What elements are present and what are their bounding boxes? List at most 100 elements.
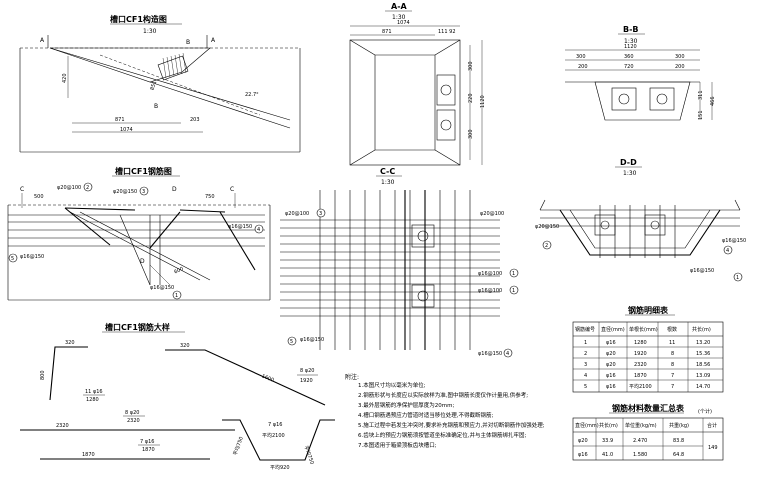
rebar-table-header-0: 钢筋编号 <box>575 326 595 333</box>
bar5-shape <box>222 419 335 461</box>
detail-d1-label: 11 φ16 <box>85 389 103 395</box>
detail-d5-left: 平均750 <box>232 436 245 457</box>
rebar-table-header-4: 共长(m) <box>692 326 711 333</box>
rebar-label-c-right: C <box>230 186 234 193</box>
table-cell: 1920 <box>634 351 647 357</box>
structure-dim-height: 420 <box>62 73 68 83</box>
rebar-bar5-label: φ16@150 <box>20 254 44 260</box>
structure-dim-851: 851 <box>149 80 158 91</box>
structure-dim-871: 871 <box>115 117 125 123</box>
detail-d5-label: 7 φ16 <box>268 422 282 428</box>
table-cell: 15.36 <box>696 351 710 357</box>
table-cell: 3 <box>584 362 587 368</box>
table-cell: 5 <box>584 384 587 390</box>
section-bb-view: B-B 1:30 1120 300 360 300 200 720 200 31… <box>565 25 716 121</box>
structure-view: 槽口CF1构造图 1:30 A A B B 420 871 203 1 <box>19 14 301 153</box>
section-aa-dim-1120: 1120 <box>480 95 486 108</box>
section-aa-outline <box>349 39 461 166</box>
section-cc-lbl-bot-left: φ16@150 <box>300 337 324 343</box>
table-cell: 1870 <box>634 373 647 379</box>
section-cc-title: C-C <box>380 167 395 176</box>
material-table-header-2: 单位重(kg/m) <box>625 422 657 429</box>
section-bb-dim-311: 311 <box>698 90 704 100</box>
rebar-dim-500: 500 <box>34 194 44 200</box>
material-table-title: 钢筋材料数量汇总表 <box>612 403 685 413</box>
section-cc-num1b: 1 <box>512 288 515 294</box>
section-a-left-label: A <box>40 37 45 44</box>
table-cell: φ20 <box>578 438 588 444</box>
section-aa-view: A-A 1:30 1074 871 111 92 300 220 300 112… <box>349 2 486 166</box>
detail-d4-label: 7 φ16 <box>140 439 154 445</box>
section-dd-scale: 1:30 <box>623 170 637 177</box>
rebar-table-header-2: 单根长(mm) <box>629 326 658 333</box>
detail-d2-top: 320 <box>180 343 190 349</box>
rebar-num1: 1 <box>175 293 178 299</box>
rebar-table-header-1: 直径(mm) <box>601 326 625 333</box>
section-a-right-label: A <box>211 37 216 44</box>
detail-d5-right: 平均750 <box>302 445 315 466</box>
table-cell: 83.8 <box>673 438 684 444</box>
material-table-header-4: 合计 <box>707 422 717 429</box>
structure-dim-203: 203 <box>190 117 200 123</box>
table-cell: 13.09 <box>696 373 710 379</box>
table-cell: 11 <box>669 340 675 346</box>
table-cell: 8 <box>671 362 674 368</box>
table-cell: φ20 <box>606 362 616 368</box>
table-cell: 2 <box>584 351 587 357</box>
section-aa-scale: 1:30 <box>392 14 406 21</box>
section-aa-dim-220: 220 <box>468 93 474 103</box>
material-table: 钢筋材料数量汇总表 (个计) 直径(mm) 共长(m) 单位重(kg/m) 共重… <box>572 403 724 461</box>
section-bb-dim-151: 151 <box>698 110 704 120</box>
section-b-bottom-label: B <box>154 103 158 110</box>
section-bb-dim-466: 466 <box>710 96 716 106</box>
table-cell: φ16 <box>606 373 616 379</box>
rebar-table-title: 钢筋明细表 <box>628 305 669 315</box>
rebar-bar3-label: φ20@150 <box>113 189 137 195</box>
note-line-1: 1.本图尺寸均以毫米为单位; <box>358 381 426 389</box>
table-cell: 平均2100 <box>629 383 652 390</box>
rebar-label-d-top: D <box>172 186 177 193</box>
table-cell: 13.20 <box>696 340 710 346</box>
table-cell: 14.70 <box>696 384 710 390</box>
table-cell: 1280 <box>634 340 647 346</box>
rebar-table: 钢筋明细表 钢筋编号 直径(mm) 单根长(mm) 根数 共长(m) 1 φ16… <box>572 305 724 393</box>
table-cell: 8 <box>671 351 674 357</box>
structure-dim-angle: 22.7° <box>245 92 259 98</box>
material-table-unit: (个计) <box>698 408 712 415</box>
section-cc-view: C-C 1:30 <box>280 167 519 358</box>
notes-block: 附注: 1.本图尺寸均以毫米为单位; 2.钢筋形状与长度应以实际放样为准,图中钢… <box>345 373 545 449</box>
detail-d2-label: 8 φ20 <box>300 368 314 374</box>
structure-dim-1074: 1074 <box>120 127 133 133</box>
section-bb-dim-300a: 300 <box>576 54 586 60</box>
rebar-bar1-label: φ16@150 <box>150 285 174 291</box>
rebar-view: 槽口CF1钢筋图 C C D D 500 750 600 φ20@100 2 φ <box>7 166 271 301</box>
section-bb-outline <box>594 81 691 121</box>
table-cell: 64.8 <box>673 452 684 458</box>
section-dd-lbl-right: φ16@150 <box>722 238 746 244</box>
detail-d3-bottom: 2320 <box>56 423 69 429</box>
section-dd-num4: 4 <box>726 248 729 254</box>
rebar-num4: 4 <box>257 227 260 233</box>
section-aa-dim-300b: 300 <box>468 129 474 139</box>
table-cell: 1.580 <box>633 452 647 458</box>
table-cell: φ16 <box>578 452 588 458</box>
section-aa-dim-871: 871 <box>382 29 392 35</box>
section-aa-title: A-A <box>391 2 408 11</box>
detail-view: 槽口CF1钢筋大样 320 800 11 φ16 1280 320 1600 8… <box>20 322 335 471</box>
table-cell: 149 <box>708 445 718 451</box>
rebar-bar2-label: φ20@100 <box>57 185 81 191</box>
rebar-label-c-left: C <box>20 186 24 193</box>
section-cc-num5: 5 <box>290 339 293 345</box>
note-line-7: 7.本图适用于箱梁顶板齿块槽口; <box>358 441 437 449</box>
detail-d4-bottom: 1870 <box>82 452 95 458</box>
structure-scale: 1:30 <box>143 28 157 35</box>
section-bb-dim-200b: 200 <box>675 64 685 70</box>
rebar-num2: 2 <box>86 185 89 191</box>
section-aa-dim-1074: 1074 <box>397 20 410 26</box>
rebar-dim-600: 600 <box>173 266 184 275</box>
table-cell: 7 <box>671 373 674 379</box>
section-bb-title: B-B <box>623 25 639 34</box>
section-aa-dim-111-92: 111 92 <box>438 29 456 35</box>
note-line-3: 3.最外层钢筋的净保护层厚度为20mm; <box>358 401 454 409</box>
